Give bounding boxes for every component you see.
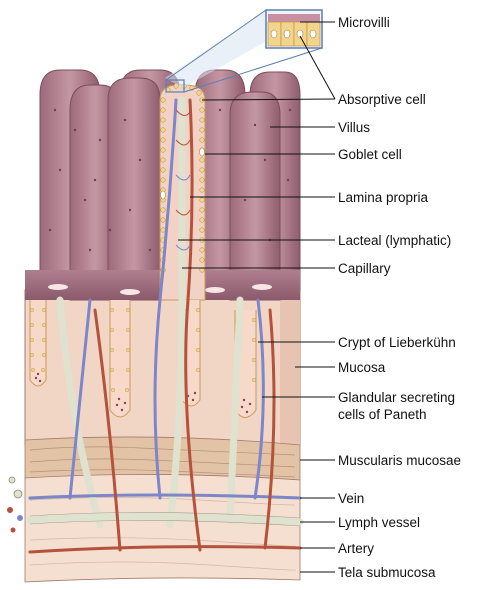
label-paneth-line2: cells of Paneth <box>338 407 427 422</box>
leader-lines <box>178 21 336 573</box>
label-absorptive-cell: Absorptive cell <box>338 92 426 107</box>
label-lymph-vessel: Lymph vessel <box>338 515 420 530</box>
veins <box>28 98 302 500</box>
label-vein: Vein <box>338 491 364 506</box>
label-lacteal: Lacteal (lymphatic) <box>338 233 451 248</box>
label-paneth-line1: Glandular secreting <box>338 390 455 405</box>
villi-front-row <box>69 77 281 301</box>
crypts <box>29 300 257 418</box>
label-artery: Artery <box>338 541 374 556</box>
label-tela-submucosa: Tela submucosa <box>338 565 436 580</box>
paneth-cells <box>34 372 252 414</box>
vessel-cross-sections <box>7 476 23 533</box>
lymph-vessel-outline <box>29 512 301 527</box>
absorptive-epithelium <box>160 83 205 273</box>
mucosa-side-face <box>280 300 300 445</box>
label-lamina-propria: Lamina propria <box>338 190 429 205</box>
arteries <box>28 98 302 554</box>
label-mucosa: Mucosa <box>338 360 386 375</box>
label-capillary: Capillary <box>338 261 391 276</box>
villus-cell-nuclei <box>48 108 292 252</box>
label-crypt: Crypt of Lieberkühn <box>338 335 456 350</box>
label-muscularis: Muscularis mucosae <box>338 453 461 468</box>
label-goblet-cell: Goblet cell <box>338 147 402 162</box>
label-villus: Villus <box>338 120 370 135</box>
capillary-network <box>175 109 191 251</box>
goblet-cells <box>160 147 205 200</box>
microvilli-inset <box>165 9 323 93</box>
label-microvilli: Microvilli <box>338 15 390 30</box>
submucosa-block <box>24 474 301 583</box>
